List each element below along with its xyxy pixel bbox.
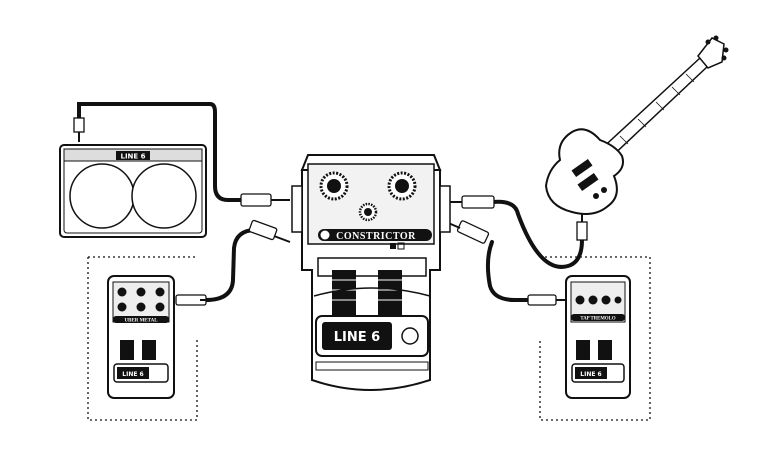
amp-speaker-right: [132, 164, 196, 228]
center-pedal-logo: LINE 6: [334, 330, 380, 345]
right-pedal-name: TAP TREMOLO: [580, 317, 615, 322]
left-pedal-name: UBER METAL: [124, 319, 158, 324]
cable-left-pedal: [206, 230, 256, 300]
center-stompbox-pedal: CONSTRICTOR LINE 6: [292, 155, 450, 390]
amplifier-icon: LINE 6: [60, 145, 206, 237]
right-pedal-logo: LINE 6: [580, 371, 601, 378]
cable-right-pedal: [488, 242, 532, 300]
amp-logo: LINE 6: [120, 153, 145, 161]
left-stompbox-pedal: UBER METAL LINE 6: [108, 276, 174, 398]
left-pedal-logo: LINE 6: [122, 371, 143, 378]
electric-guitar-icon: [546, 36, 729, 215]
right-stompbox-pedal: TAP TREMOLO LINE 6: [566, 276, 630, 398]
amp-speaker-left: [70, 164, 134, 228]
center-pedal-name: CONSTRICTOR: [336, 231, 416, 242]
